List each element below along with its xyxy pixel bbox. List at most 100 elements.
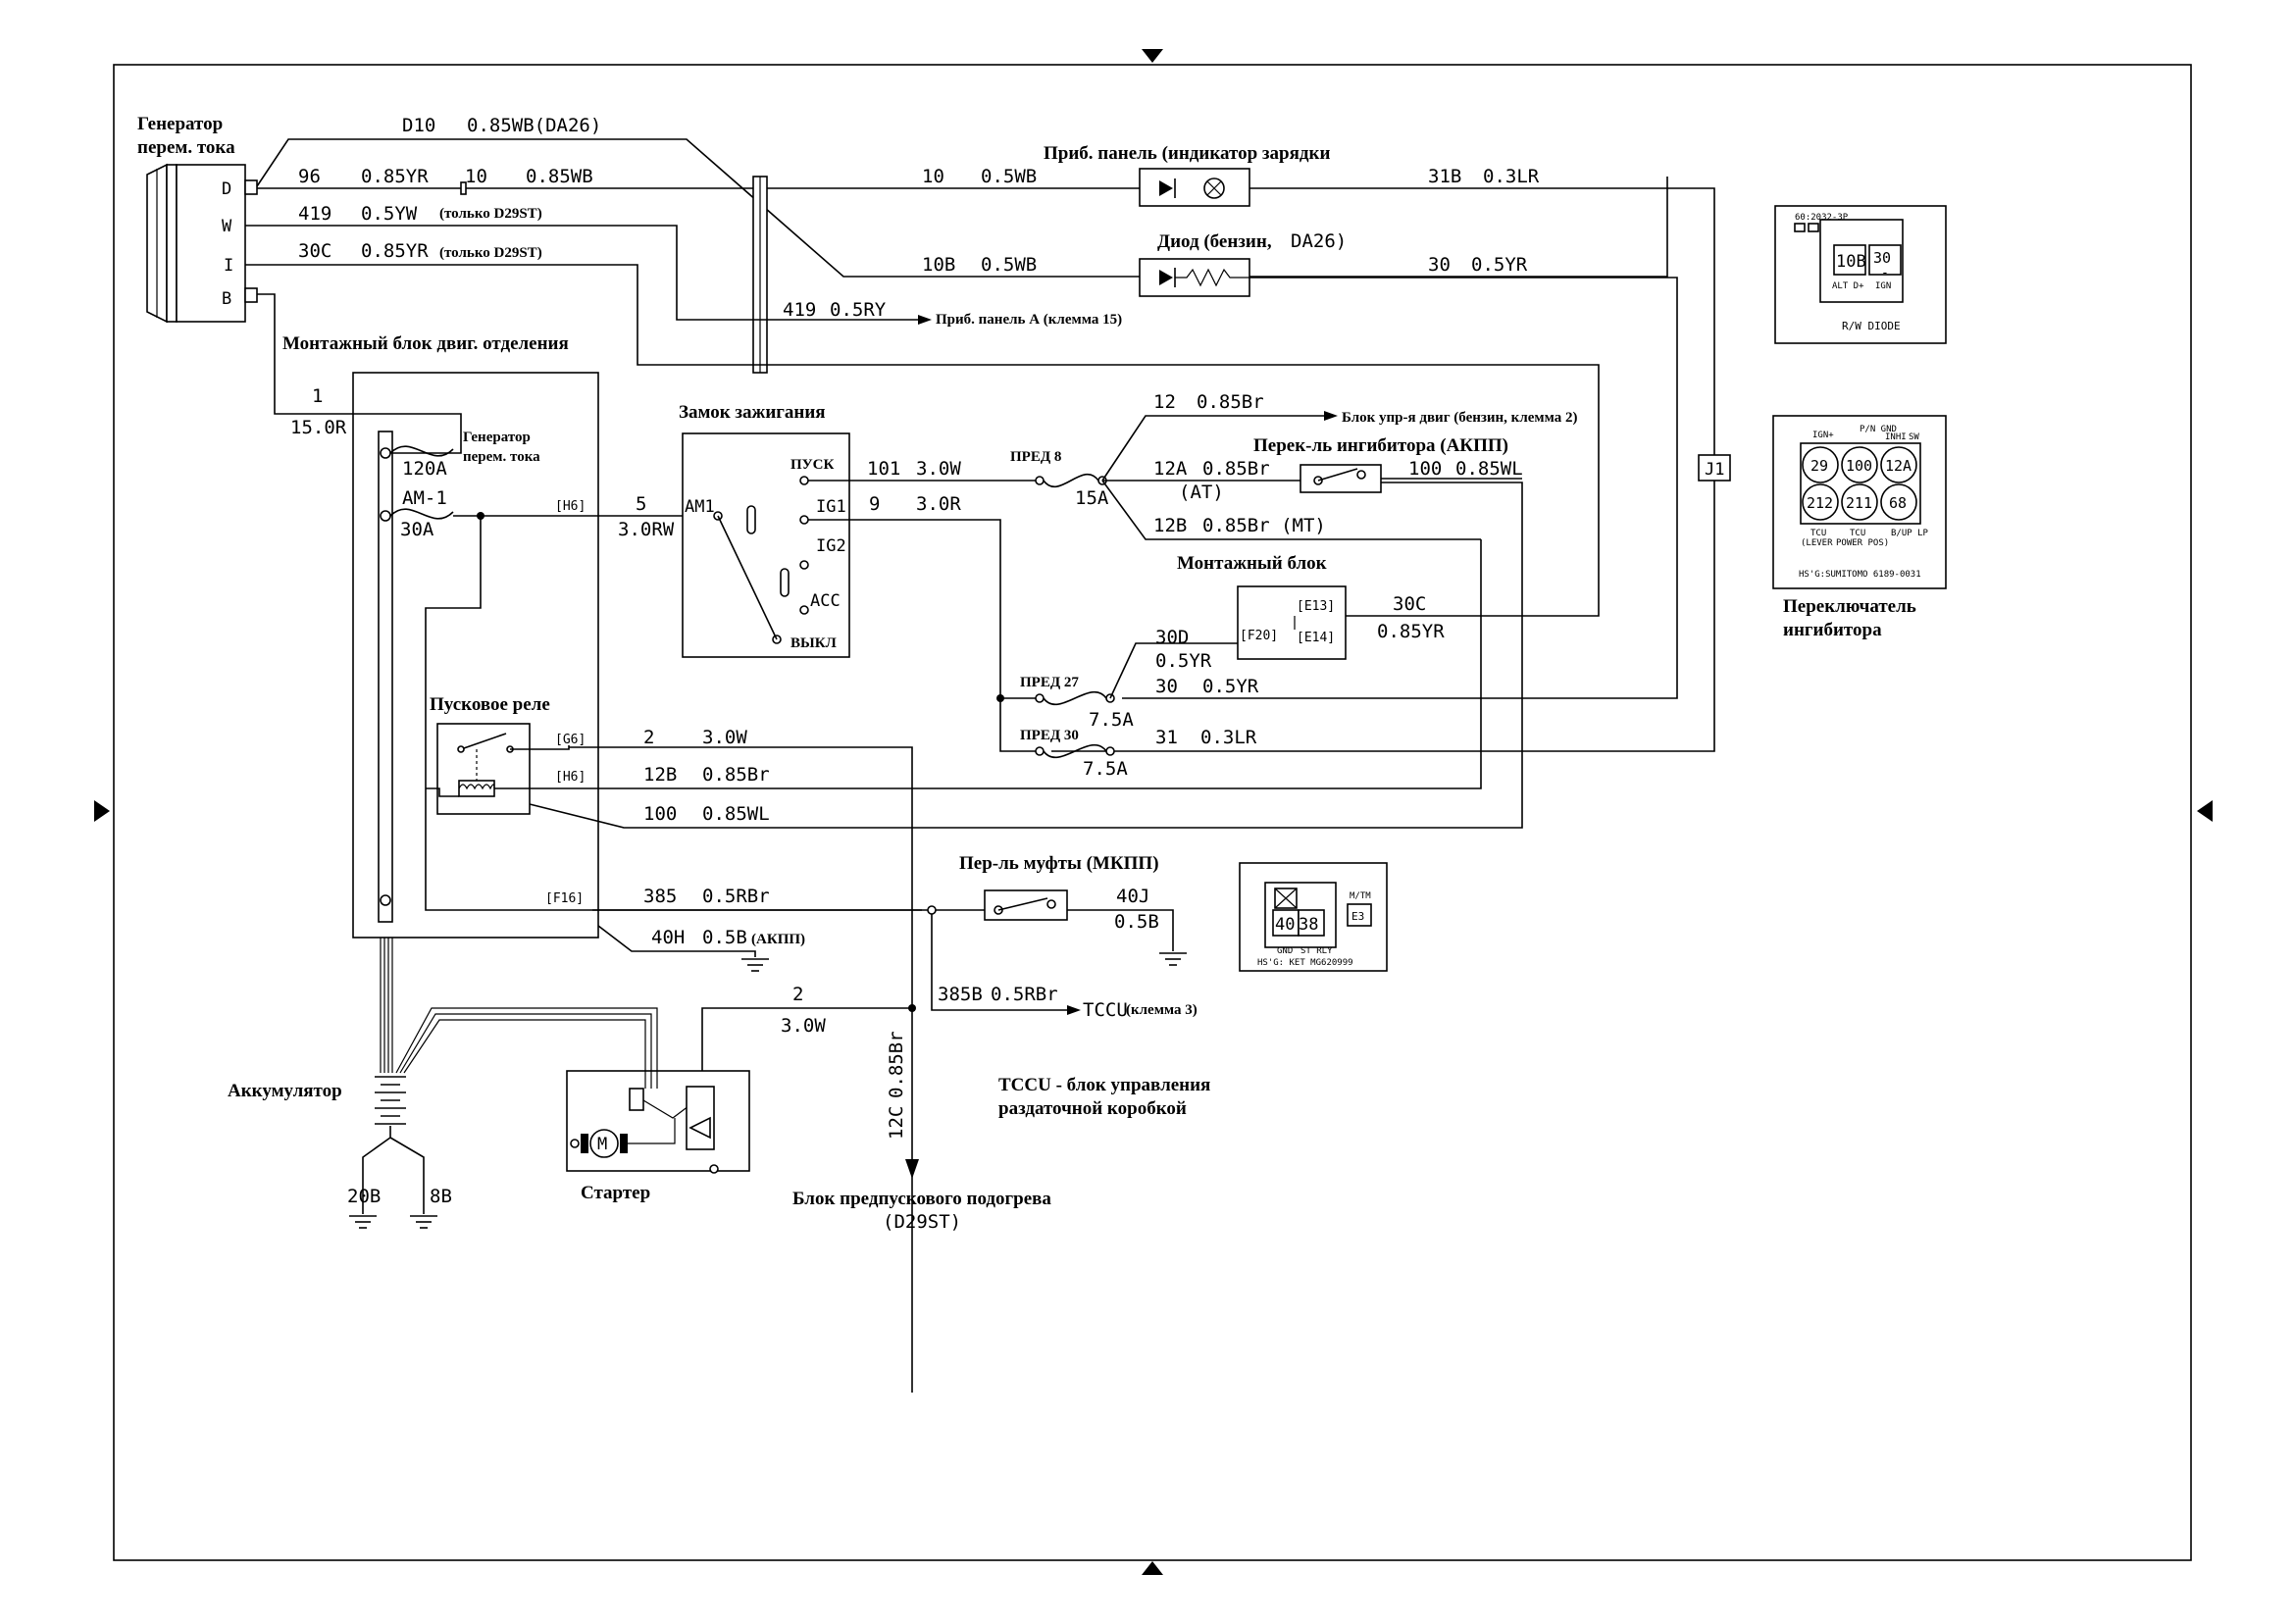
wire-30-diode-spec: 0.5YR: [1471, 254, 1528, 276]
wire-40h-note: (АКПП): [751, 932, 805, 947]
ignition-contact: [717, 515, 778, 640]
fuse-27: [1043, 690, 1107, 706]
wire-10b-spec: 0.5WB: [981, 166, 1037, 187]
relay-coil-icon: [458, 780, 495, 797]
tccu-arrow-note: (клемма 3): [1126, 1002, 1198, 1018]
motor-label: M: [597, 1135, 607, 1154]
wire-12b-mt-num: 12B: [1153, 515, 1187, 536]
wire-30d-num: 30D: [1155, 627, 1189, 648]
bottom-marker-icon: [1142, 1561, 1163, 1575]
alternator-body: [176, 164, 246, 323]
wire-419a-note: (только D29ST): [439, 206, 542, 222]
tccu-note-2: раздаточной коробкой: [998, 1098, 1187, 1119]
alternator-pin-d: D: [222, 179, 231, 199]
wire-30c-jb-num: 30C: [1393, 593, 1426, 615]
charge-indicator-title: Приб. панель (индикатор зарядки: [1044, 143, 1330, 164]
wire-419b-num: 419: [783, 299, 816, 321]
engine-box-alt-label: Генератор: [463, 430, 531, 445]
wire-30-spec: 0.5YR: [1202, 676, 1259, 697]
wire-2-starter-spec: 3.0W: [781, 1015, 826, 1037]
wire-10-spec: 0.85WB: [526, 166, 593, 187]
wire-385b: [931, 914, 1067, 1011]
junction-box-title: Монтажный блок: [1177, 553, 1327, 574]
battery-ground-1: 20B: [347, 1186, 381, 1207]
fuse-8: [1043, 473, 1099, 488]
starter-relay: [436, 723, 531, 815]
wire-12c-spec: 0.85Br: [886, 1031, 907, 1098]
motor-icon: [589, 1129, 619, 1158]
wire-12: [1101, 415, 1324, 482]
ignition-acc: ACC: [810, 591, 841, 611]
alternator: Генератор перем. тока D W I B: [137, 114, 258, 324]
ignition-start: ПУСК: [790, 457, 835, 473]
charge-indicator: [1139, 168, 1250, 207]
wire-10b-num: 10: [922, 166, 944, 187]
rw-diode-ign: IGN: [1875, 281, 1891, 291]
inhibitor-tcu2: TCU: [1850, 529, 1865, 538]
fuse-27-name: ПРЕД 27: [1020, 675, 1079, 690]
wire-31-return: [1051, 481, 1715, 752]
inhibitor-lever: (LEVER: [1801, 538, 1833, 548]
ignition-ig2: IG2: [816, 536, 846, 556]
fuse-120a-label: 120A: [402, 458, 447, 480]
wire-1-spec: 15.0R: [290, 417, 347, 438]
wire-100-spec: 0.85WL: [702, 803, 770, 825]
inhibitor-ign: IGN+: [1812, 431, 1834, 440]
wire-31-spec: 0.3LR: [1200, 727, 1257, 748]
junction-box: [1237, 585, 1347, 660]
wire-31b-num: 31B: [1428, 166, 1461, 187]
fuse-30-name: ПРЕД 30: [1020, 728, 1079, 743]
inhibitor-p12a: 12A: [1885, 457, 1912, 475]
wire-30c-note: (только D29ST): [439, 245, 542, 261]
relay-st: ST RLY: [1300, 946, 1333, 956]
wire-385b-num: 385B: [938, 984, 983, 1005]
wire-d10-spec: 0.85WB(DA26): [467, 115, 601, 136]
diode-title: Диод (бензин,: [1157, 231, 1272, 252]
engine-box-title: Монтажный блок двиг. отделения: [282, 333, 569, 354]
wire-12b-mt: [1101, 480, 1481, 540]
wire-2-num: 2: [643, 727, 654, 748]
wire-9-num: 9: [869, 493, 880, 515]
ground-icon-3: [349, 1215, 377, 1229]
relay-p40: 40: [1275, 915, 1295, 935]
inhibitor-conn-title-2: ингибитора: [1783, 620, 1882, 640]
wire-12a-spec: 0.85Br: [1202, 458, 1270, 480]
junction-e13: [E13]: [1297, 599, 1335, 614]
relay-p38: 38: [1299, 915, 1318, 935]
conn-h6: [H6]: [555, 770, 586, 785]
relay-e3: E3: [1351, 910, 1364, 923]
ecu-label: Блок упр-я двиг (бензин, клемма 2): [1342, 410, 1577, 426]
resistor-icon: [1175, 268, 1249, 287]
wire-40j-num: 40J: [1116, 886, 1149, 907]
battery-icon: [375, 1076, 406, 1125]
junction-e14: [E14]: [1297, 631, 1335, 645]
fuse-am1: [389, 508, 454, 520]
alternator-pin-w: W: [222, 217, 232, 236]
starter-title: Стартер: [581, 1183, 650, 1203]
starter-motor-unit: [566, 1070, 750, 1172]
inhibitor-title: Перек-ль ингибитора (АКПП): [1253, 435, 1508, 456]
wire-30c: [245, 264, 1600, 617]
glow-code: (D29ST): [883, 1211, 961, 1233]
rw-diode-p1: 10B: [1836, 252, 1866, 272]
rw-diode-p2b: -: [1881, 266, 1889, 280]
wire-96-spec: 0.85YR: [361, 166, 429, 187]
engine-fuse-box: [352, 372, 599, 939]
wire-5-spec: 3.0RW: [618, 519, 675, 540]
clutch-title: Пер-ль муфты (МКПП): [959, 853, 1159, 874]
wire-385-num: 385: [643, 886, 677, 907]
wire-12b-num: 12B: [643, 764, 677, 786]
rw-diode-pins-tl: 60:2032-3P: [1795, 213, 1849, 223]
wire-12b: [494, 539, 1482, 789]
alternator-title: Генератор: [137, 114, 223, 134]
battery-title: Аккумулятор: [228, 1081, 342, 1101]
inhibitor-p211: 211: [1846, 494, 1872, 512]
wire-2-spec: 3.0W: [702, 727, 747, 748]
ignition-am1: AM1: [685, 497, 715, 517]
conn-f16: [F16]: [545, 891, 584, 906]
fuse-am1-name: AM-1: [402, 487, 447, 509]
ground-icon: [741, 958, 769, 972]
wire-100-num: 100: [643, 803, 677, 825]
ignition-ig1: IG1: [816, 497, 846, 517]
